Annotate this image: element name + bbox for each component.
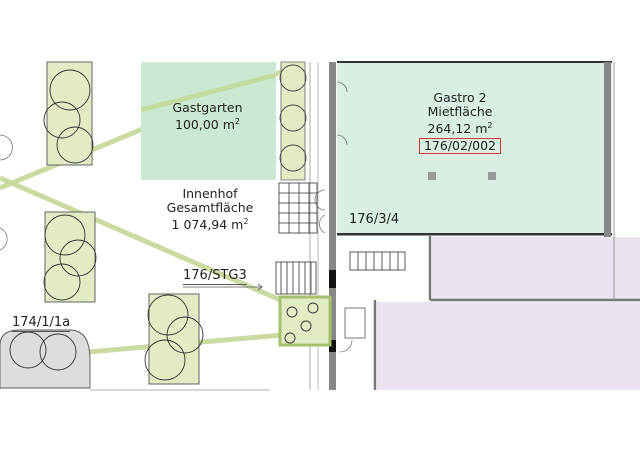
tree-strip <box>280 61 306 181</box>
stair-ref-label: 176/STG3 <box>183 268 247 285</box>
column <box>488 172 496 180</box>
room-area-unit: 2 <box>243 217 249 226</box>
tree-canopies <box>9 69 319 381</box>
stair-arrow-icon <box>183 283 263 291</box>
gastro-2-room[interactable] <box>337 62 612 235</box>
unit-id-highlight[interactable]: 176/02/002 <box>418 138 502 155</box>
tree-strip-canopies <box>279 64 307 172</box>
room-area-unit: 2 <box>487 121 493 130</box>
wall-segment <box>329 270 336 288</box>
innenhof-label: Innenhof Gesamtfläche 1 074,94 m2 <box>160 187 260 232</box>
door-ref-label: 176/3/4 <box>349 212 400 227</box>
room-name: Innenhof <box>182 186 238 201</box>
room-name: Gastro 2 <box>433 90 487 105</box>
wall <box>604 62 611 237</box>
room-subtitle: Gesamtfläche <box>166 200 254 215</box>
column <box>428 172 436 180</box>
room-area-value: 100,00 m <box>175 117 235 133</box>
partition-walls <box>373 236 640 390</box>
wall-segment <box>329 340 336 352</box>
wall <box>337 61 612 63</box>
room-area-value: 264,12 m <box>427 121 488 137</box>
stairs <box>275 182 406 339</box>
garden-path <box>140 72 277 113</box>
room-area-value: 1 074,94 m <box>171 217 244 233</box>
parcel-ref-label: 174/1/1a <box>12 315 71 332</box>
tree-plots <box>0 61 332 389</box>
room-area: 264,12 m2 <box>410 119 510 136</box>
room-subtitle: Mietfläche <box>427 104 493 119</box>
room-area: 1 074,94 m2 <box>160 215 260 232</box>
gastgarten-label: Gastgarten 100,00 m2 <box>160 101 255 132</box>
room-area: 100,00 m2 <box>160 115 255 132</box>
room-area-unit: 2 <box>234 117 240 126</box>
door-swings <box>0 81 353 353</box>
room-name: Gastgarten <box>172 100 243 115</box>
rental-area-purple[interactable] <box>432 237 640 299</box>
wall <box>337 233 612 236</box>
parcel-area <box>0 329 91 389</box>
rental-area-purple[interactable] <box>377 302 640 390</box>
wall <box>329 62 336 390</box>
gastro-2-label: Gastro 2 Mietfläche 264,12 m2 176/02/002 <box>410 90 510 155</box>
